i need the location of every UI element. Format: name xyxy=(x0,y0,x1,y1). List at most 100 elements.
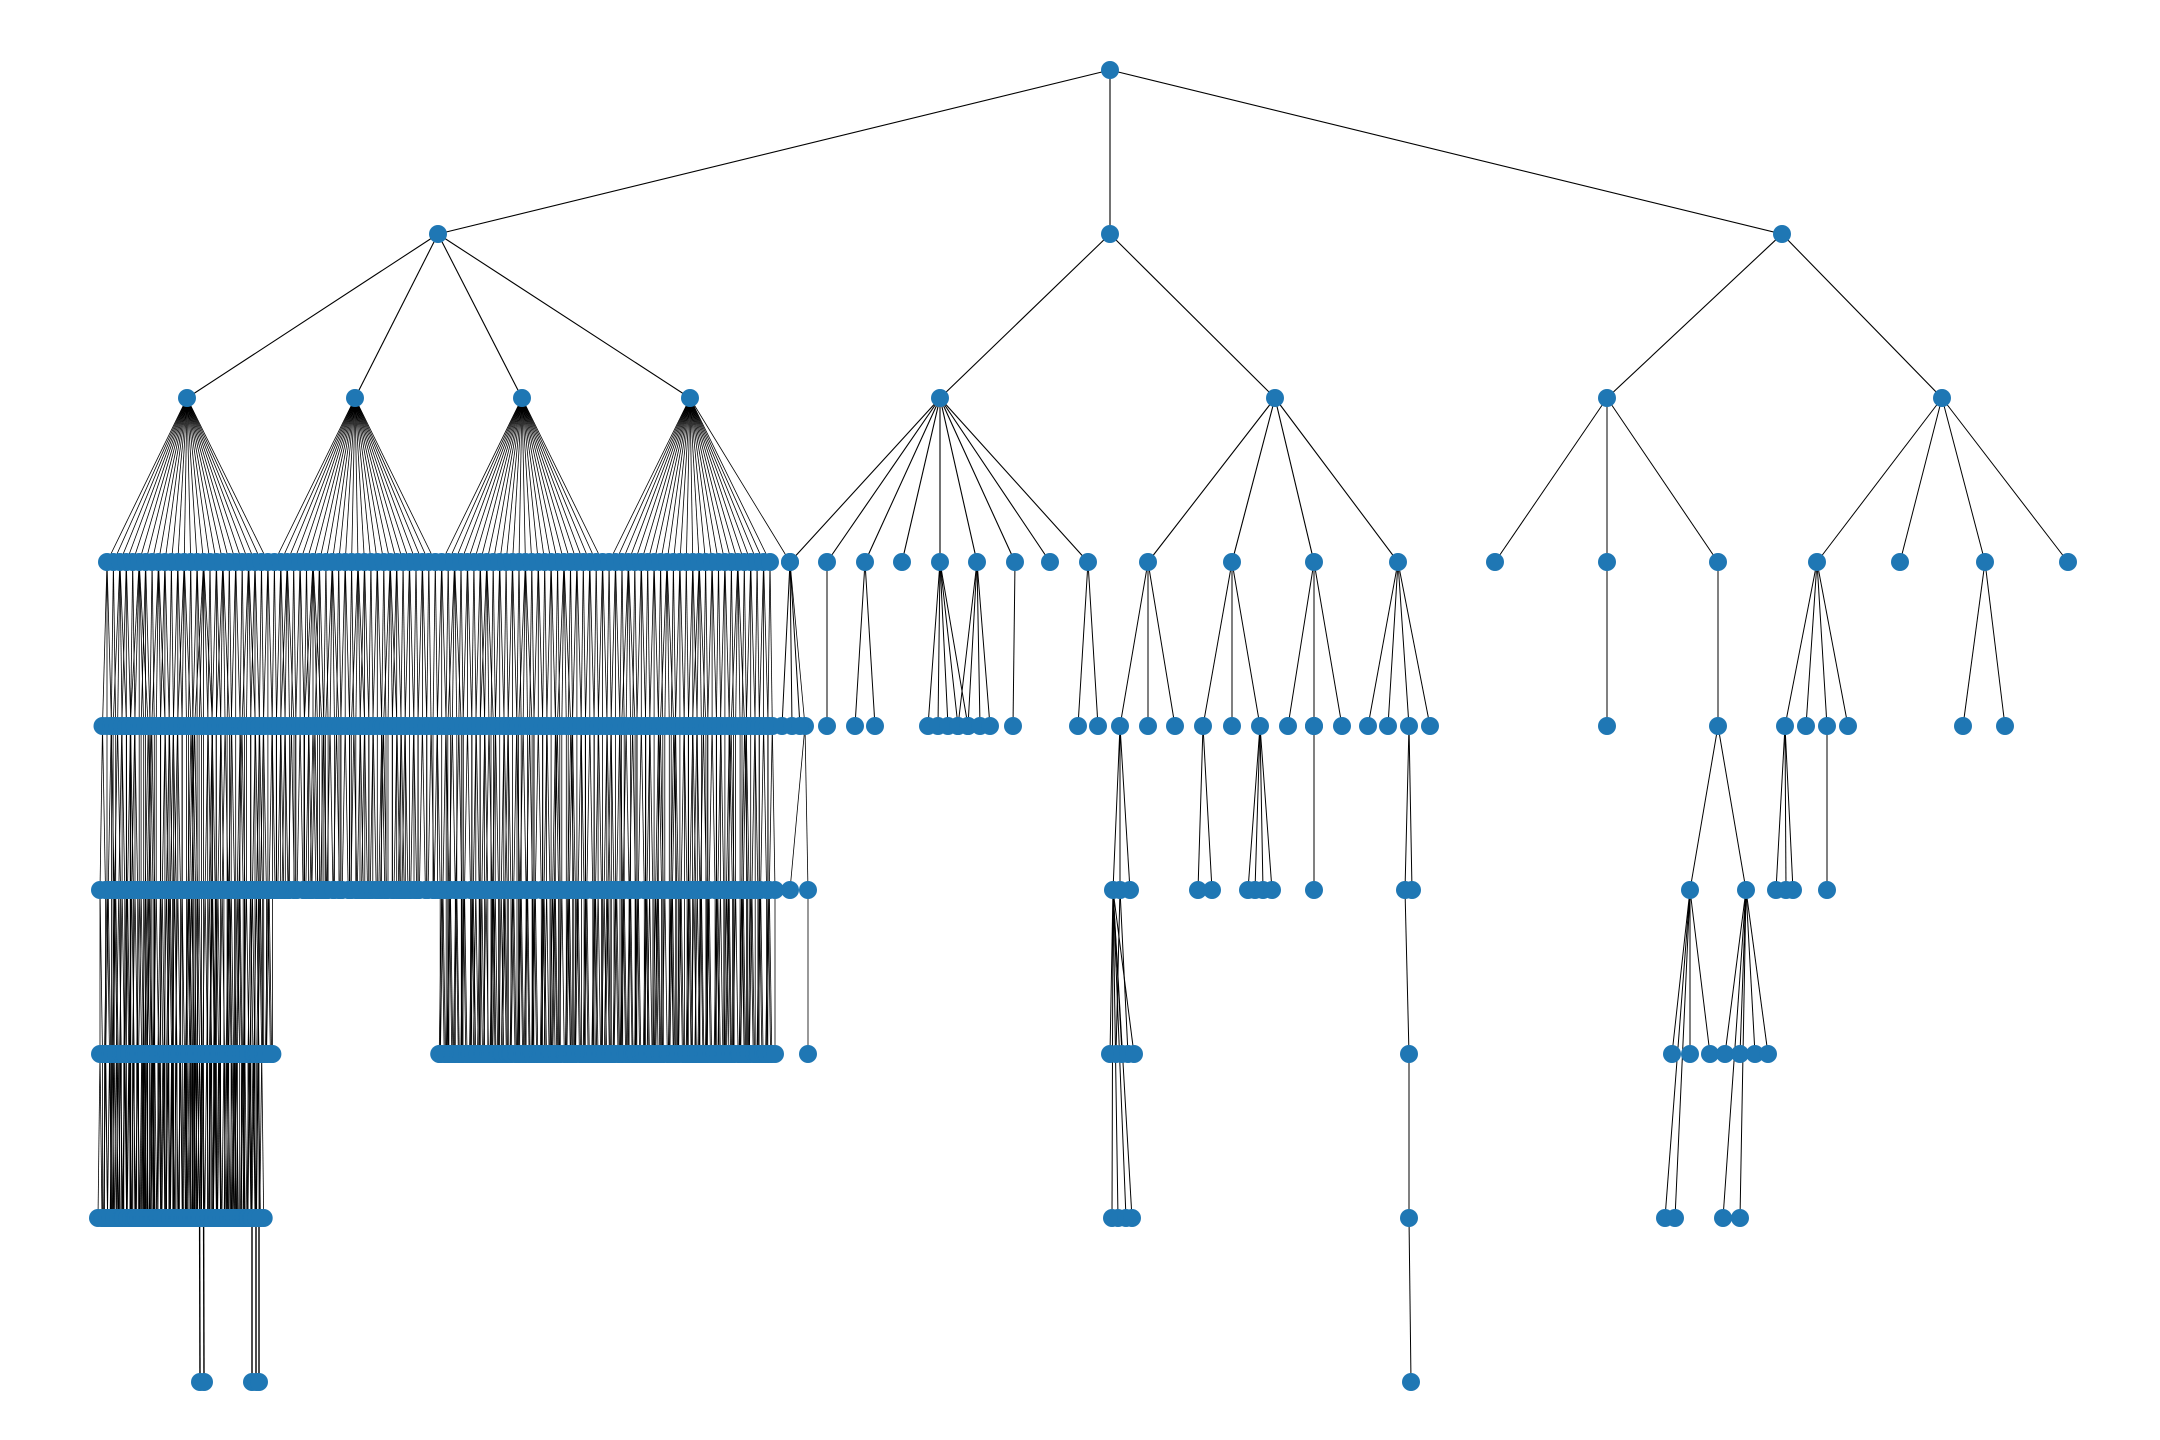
tree-edge xyxy=(167,1053,171,1219)
tree-edge xyxy=(747,889,752,1055)
tree-edge xyxy=(711,561,717,727)
tree-edge xyxy=(441,397,523,563)
tree-edge xyxy=(572,725,576,891)
tree-edge xyxy=(372,725,377,891)
tree-edge xyxy=(1816,397,1943,563)
tree-node xyxy=(429,225,447,243)
tree-edge xyxy=(325,561,329,727)
tree-edge xyxy=(107,889,112,1055)
tree-edge xyxy=(111,1053,115,1219)
tree-edge xyxy=(323,561,327,727)
tree-edge xyxy=(693,889,697,1055)
tree-edge xyxy=(703,561,706,727)
tree-edge xyxy=(654,889,658,1055)
tree-edge xyxy=(401,725,406,891)
tree-edge xyxy=(143,1053,147,1219)
tree-edge xyxy=(939,561,959,727)
tree-node xyxy=(1123,1209,1141,1227)
tree-edge xyxy=(715,561,719,727)
tree-edge xyxy=(314,725,319,891)
tree-node xyxy=(1194,717,1212,735)
tree-edge xyxy=(1689,725,1719,891)
tree-edge xyxy=(349,561,352,727)
tree-edge xyxy=(732,889,736,1055)
tree-node xyxy=(761,553,779,571)
tree-edge xyxy=(250,889,254,1055)
tree-edge xyxy=(293,561,297,727)
tree-node xyxy=(1663,1045,1681,1063)
tree-node xyxy=(195,1373,213,1391)
tree-edge xyxy=(708,725,713,891)
tree-edge xyxy=(118,725,123,891)
tree-edge xyxy=(168,561,172,727)
tree-edge xyxy=(136,889,140,1055)
tree-edge xyxy=(288,725,292,891)
tree-node xyxy=(1996,717,2014,735)
tree-edge xyxy=(492,561,496,727)
tree-edge xyxy=(224,725,229,891)
tree-edge xyxy=(189,889,193,1055)
tree-node xyxy=(250,1373,268,1391)
tree-edge xyxy=(293,397,356,563)
tree-edge xyxy=(513,725,518,891)
tree-edge xyxy=(735,889,739,1055)
tree-edge xyxy=(473,397,523,563)
tree-edge xyxy=(447,561,455,727)
tree-edge xyxy=(595,889,599,1055)
tree-edge xyxy=(1012,561,1016,727)
tree-edge xyxy=(1962,561,1986,727)
tree-edge xyxy=(109,1053,113,1219)
tree-edge xyxy=(179,889,183,1055)
tree-node xyxy=(1709,553,1727,571)
tree-edge xyxy=(529,725,533,891)
tree-edge xyxy=(442,725,447,891)
tree-edge xyxy=(370,561,374,727)
tree-node xyxy=(1746,1045,1764,1063)
tree-edge xyxy=(186,397,211,563)
tree-edge xyxy=(767,561,771,727)
tree-edge xyxy=(1606,233,1783,399)
tree-edge xyxy=(580,561,584,727)
tree-edge xyxy=(711,725,716,891)
tree-node xyxy=(178,389,196,407)
tree-edge xyxy=(613,889,618,1055)
tree-edge xyxy=(149,725,154,891)
tree-edge xyxy=(675,561,681,727)
tree-edge xyxy=(454,561,458,727)
tree-edge xyxy=(454,561,462,727)
tree-edge xyxy=(939,233,1111,399)
tree-edge xyxy=(689,397,700,563)
tree-edge xyxy=(132,889,136,1055)
tree-edge xyxy=(219,1053,222,1219)
tree-edge xyxy=(742,889,747,1055)
tree-edge xyxy=(336,725,340,891)
tree-edge xyxy=(730,561,739,727)
tree-edge xyxy=(286,561,290,727)
tree-edge xyxy=(436,725,441,891)
tree-edge xyxy=(675,725,679,891)
tree-node xyxy=(1839,717,1857,735)
tree-edge xyxy=(215,889,219,1055)
tree-edge xyxy=(329,725,334,891)
tree-node xyxy=(1737,881,1755,899)
tree-edge xyxy=(458,561,462,727)
tree-edge xyxy=(134,725,139,891)
tree-edge xyxy=(182,1053,185,1219)
tree-edge xyxy=(664,561,668,727)
tree-edge xyxy=(311,725,316,891)
tree-edge xyxy=(521,397,597,563)
tree-edge xyxy=(186,397,204,563)
tree-edge xyxy=(186,233,439,399)
tree-edge xyxy=(257,889,261,1055)
tree-edge xyxy=(685,397,691,563)
tree-edge xyxy=(1087,561,1099,727)
tree-edge xyxy=(464,889,468,1055)
tree-edge xyxy=(689,397,719,563)
tree-edge xyxy=(1717,725,1747,891)
tree-edge xyxy=(169,1053,173,1219)
tree-edge xyxy=(939,397,1016,563)
tree-node xyxy=(1598,717,1616,735)
tree-edge xyxy=(521,397,552,563)
tree-edge xyxy=(569,889,573,1055)
